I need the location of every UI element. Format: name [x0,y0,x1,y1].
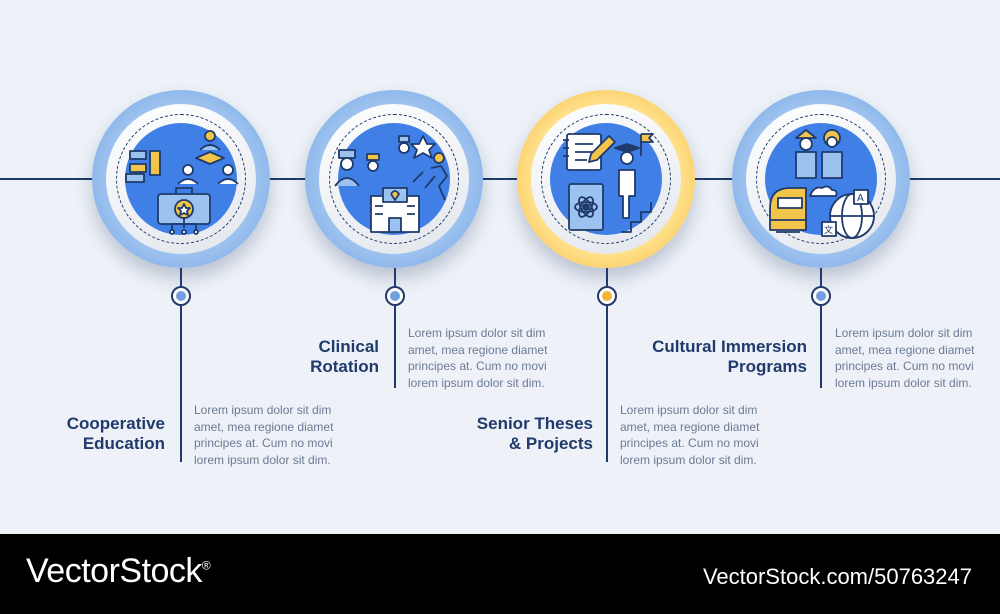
image-id-url: VectorStock.com/50763247 [702,564,972,589]
step-4-marker [811,286,831,306]
step-2-circle [305,90,483,268]
step-2-marker [385,286,405,306]
timeline-line [0,178,1000,180]
step-3-title: Senior Theses& Projects [476,414,593,453]
step-3-circle [517,90,695,268]
vectorstock-logo: VectorStock® [26,552,211,590]
svg-text:A: A [857,193,864,204]
step-1-marker [171,286,191,306]
watermark-footer: VectorStock® VectorStock.com/50763247 [0,534,1000,614]
hospital-staff-icon [334,135,448,233]
step-4-circle: A 文 [732,90,910,268]
step-1-circle [92,90,270,268]
travel-language-icon: A 文 [769,129,875,239]
graduate-research-icon [563,133,654,233]
step-3-marker [597,286,617,306]
teamwork-education-icon [125,130,239,235]
svg-text:文: 文 [824,224,833,236]
